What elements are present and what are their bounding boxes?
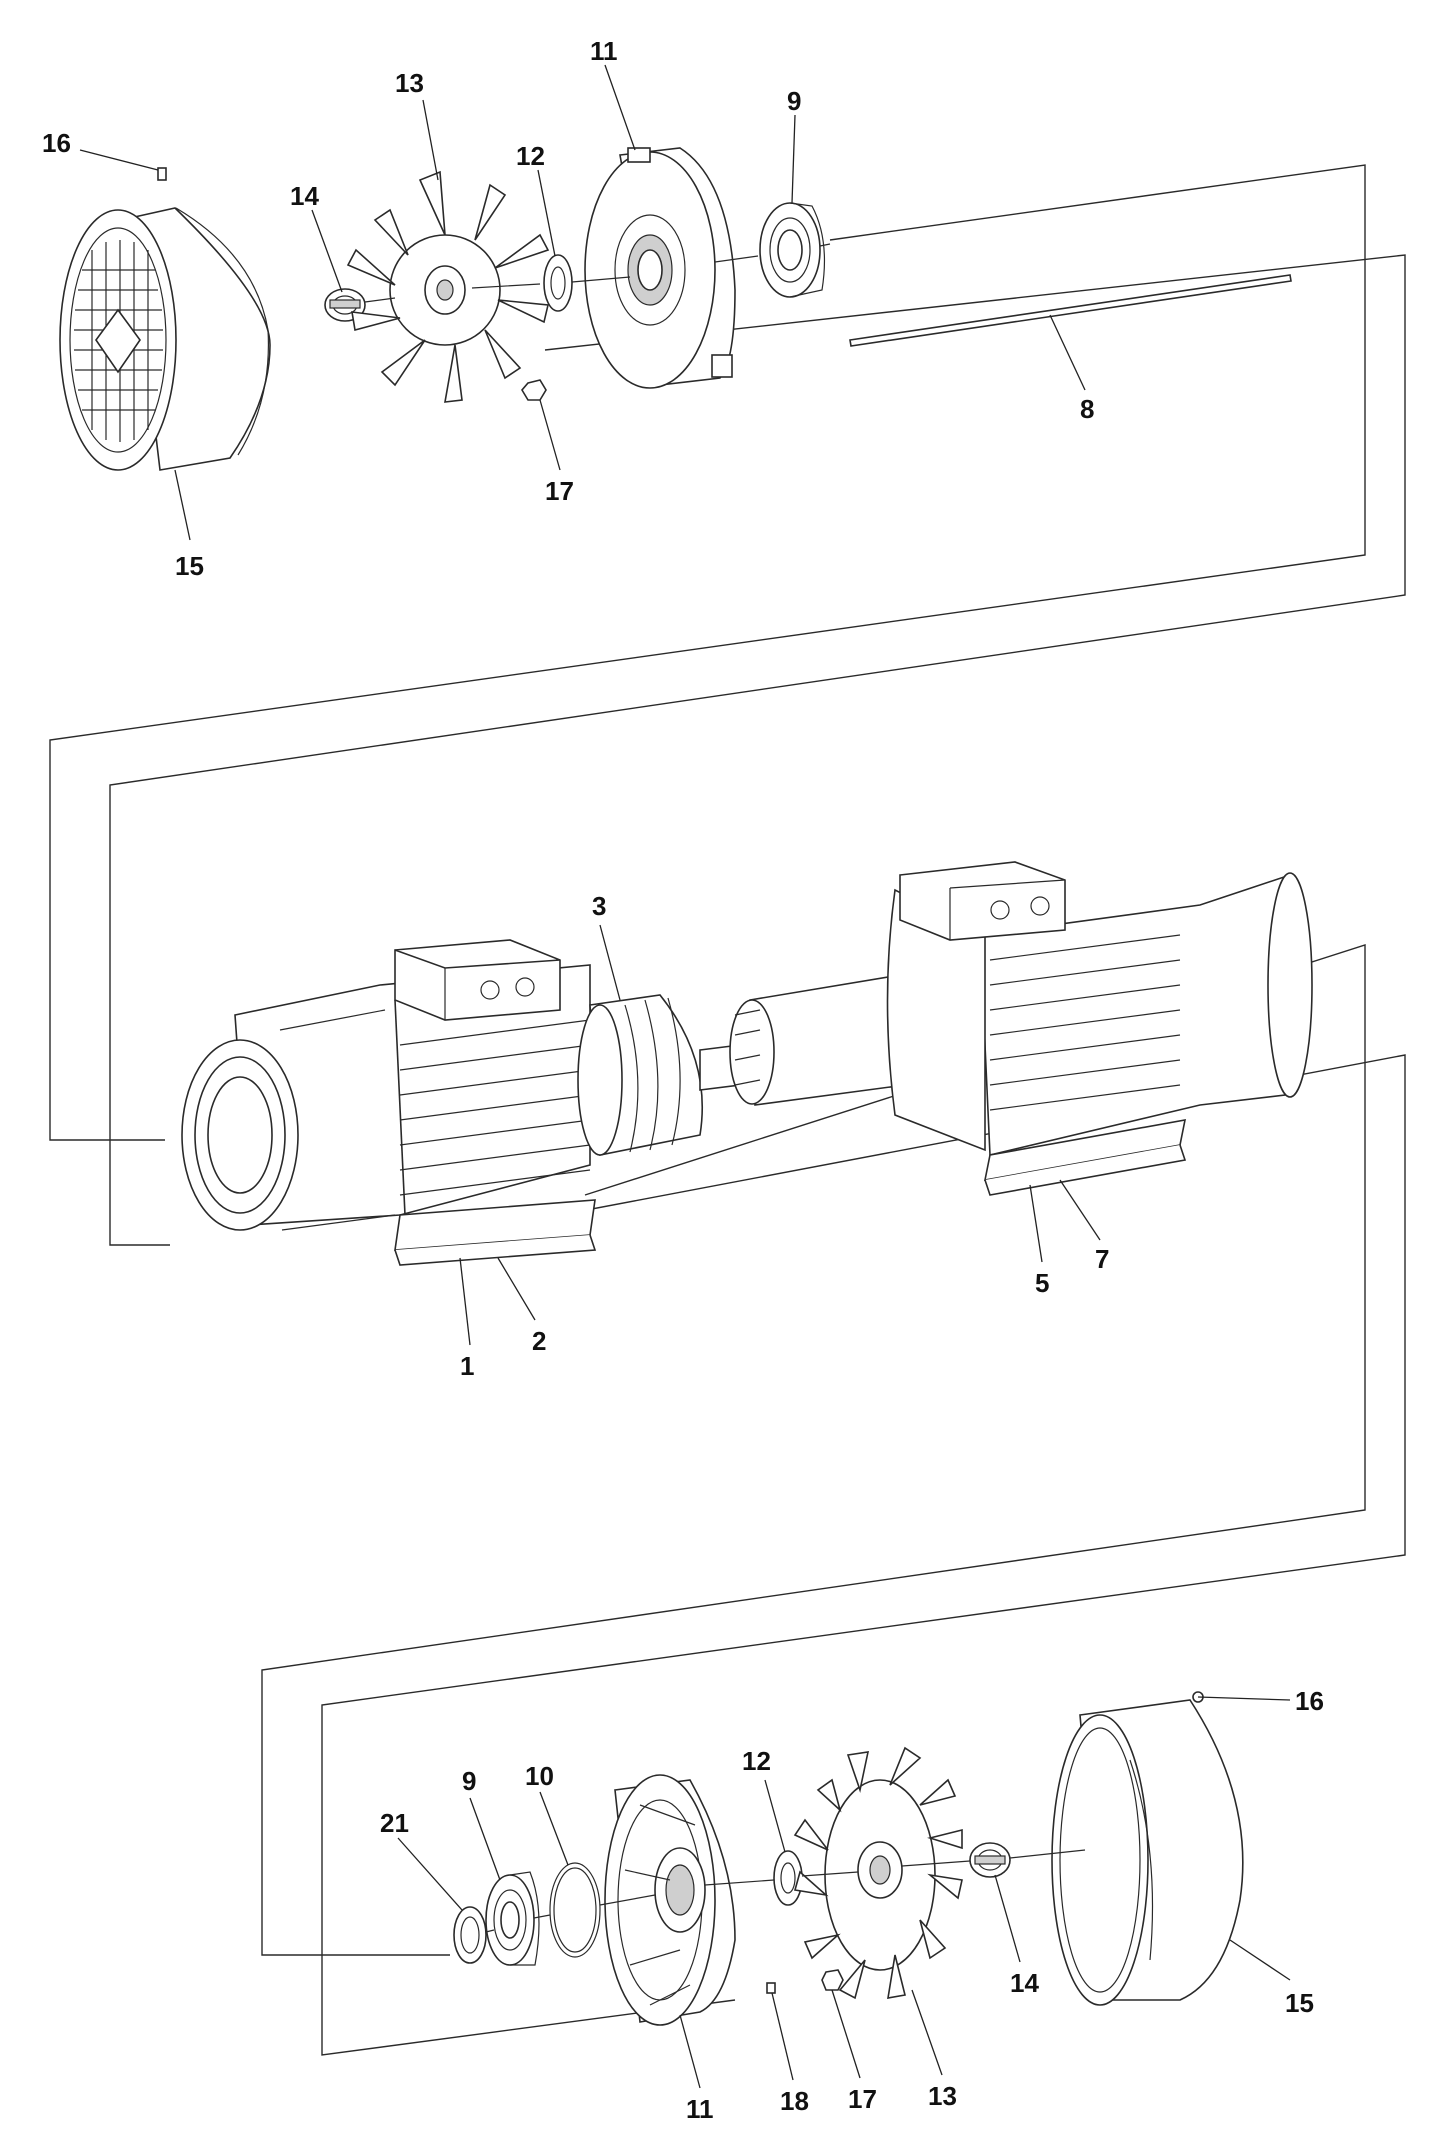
tie-rod [849, 274, 1292, 347]
stator-housing-right [886, 861, 1313, 1196]
fan-cover-bottom [1051, 1699, 1244, 2006]
callout-2: 2 [532, 1326, 546, 1356]
callout-13-top: 13 [395, 68, 424, 98]
nut-bottom [821, 1969, 844, 1991]
callout-14-top: 14 [290, 181, 319, 211]
cover-grille [74, 240, 163, 442]
callout-11-top: 11 [590, 36, 618, 66]
end-shield-bottom [604, 1774, 736, 2026]
callout-17-bottom: 17 [848, 2084, 877, 2114]
rotor-pack [577, 994, 741, 1156]
leader-lines [79, 64, 1291, 2089]
washer-bottom [453, 1906, 487, 1964]
callout-3: 3 [592, 891, 606, 921]
callout-15-bottom: 15 [1285, 1988, 1314, 2018]
callout-14-bottom: 14 [1010, 1968, 1039, 1998]
callout-13-bottom: 13 [928, 2081, 957, 2111]
callout-12-top: 12 [516, 141, 545, 171]
callout-16-top: 16 [42, 128, 71, 158]
callout-numbers: 16 14 13 12 11 9 8 17 15 3 1 2 5 7 16 12… [42, 36, 1324, 2124]
callout-15-top: 15 [175, 551, 204, 581]
callout-17-top: 17 [545, 476, 574, 506]
callout-5: 5 [1035, 1268, 1049, 1298]
callout-18-bottom: 18 [780, 2086, 809, 2116]
motor-body-assembly [181, 861, 1313, 1266]
key-bottom [766, 1982, 776, 1994]
nut-top [521, 379, 547, 401]
fan-bottom [793, 1746, 963, 2000]
callout-9-top: 9 [787, 86, 801, 116]
screw-top [157, 167, 167, 181]
fan-top [346, 170, 550, 403]
stator-housing [181, 939, 597, 1266]
end-shield-top [584, 147, 736, 389]
callout-21-bottom: 21 [380, 1808, 409, 1838]
fan-cover-top [59, 207, 271, 471]
wave-ring-bottom [549, 1862, 601, 1958]
callout-7: 7 [1095, 1244, 1109, 1274]
callout-8: 8 [1080, 394, 1094, 424]
seal-top [543, 254, 573, 312]
bottom-fan-end-assembly [453, 1691, 1244, 2026]
callout-1: 1 [460, 1351, 474, 1381]
callout-10-bottom: 10 [525, 1761, 554, 1791]
callout-9-bottom: 9 [462, 1766, 476, 1796]
callout-16-bottom: 16 [1295, 1686, 1324, 1716]
clamp-bottom [969, 1842, 1011, 1878]
callout-11-bottom: 11 [686, 2094, 714, 2124]
callout-12-bottom: 12 [742, 1746, 771, 1776]
bearing-top [759, 202, 826, 298]
top-fan-end-assembly [59, 147, 1292, 471]
bearing-bottom [485, 1871, 540, 1966]
